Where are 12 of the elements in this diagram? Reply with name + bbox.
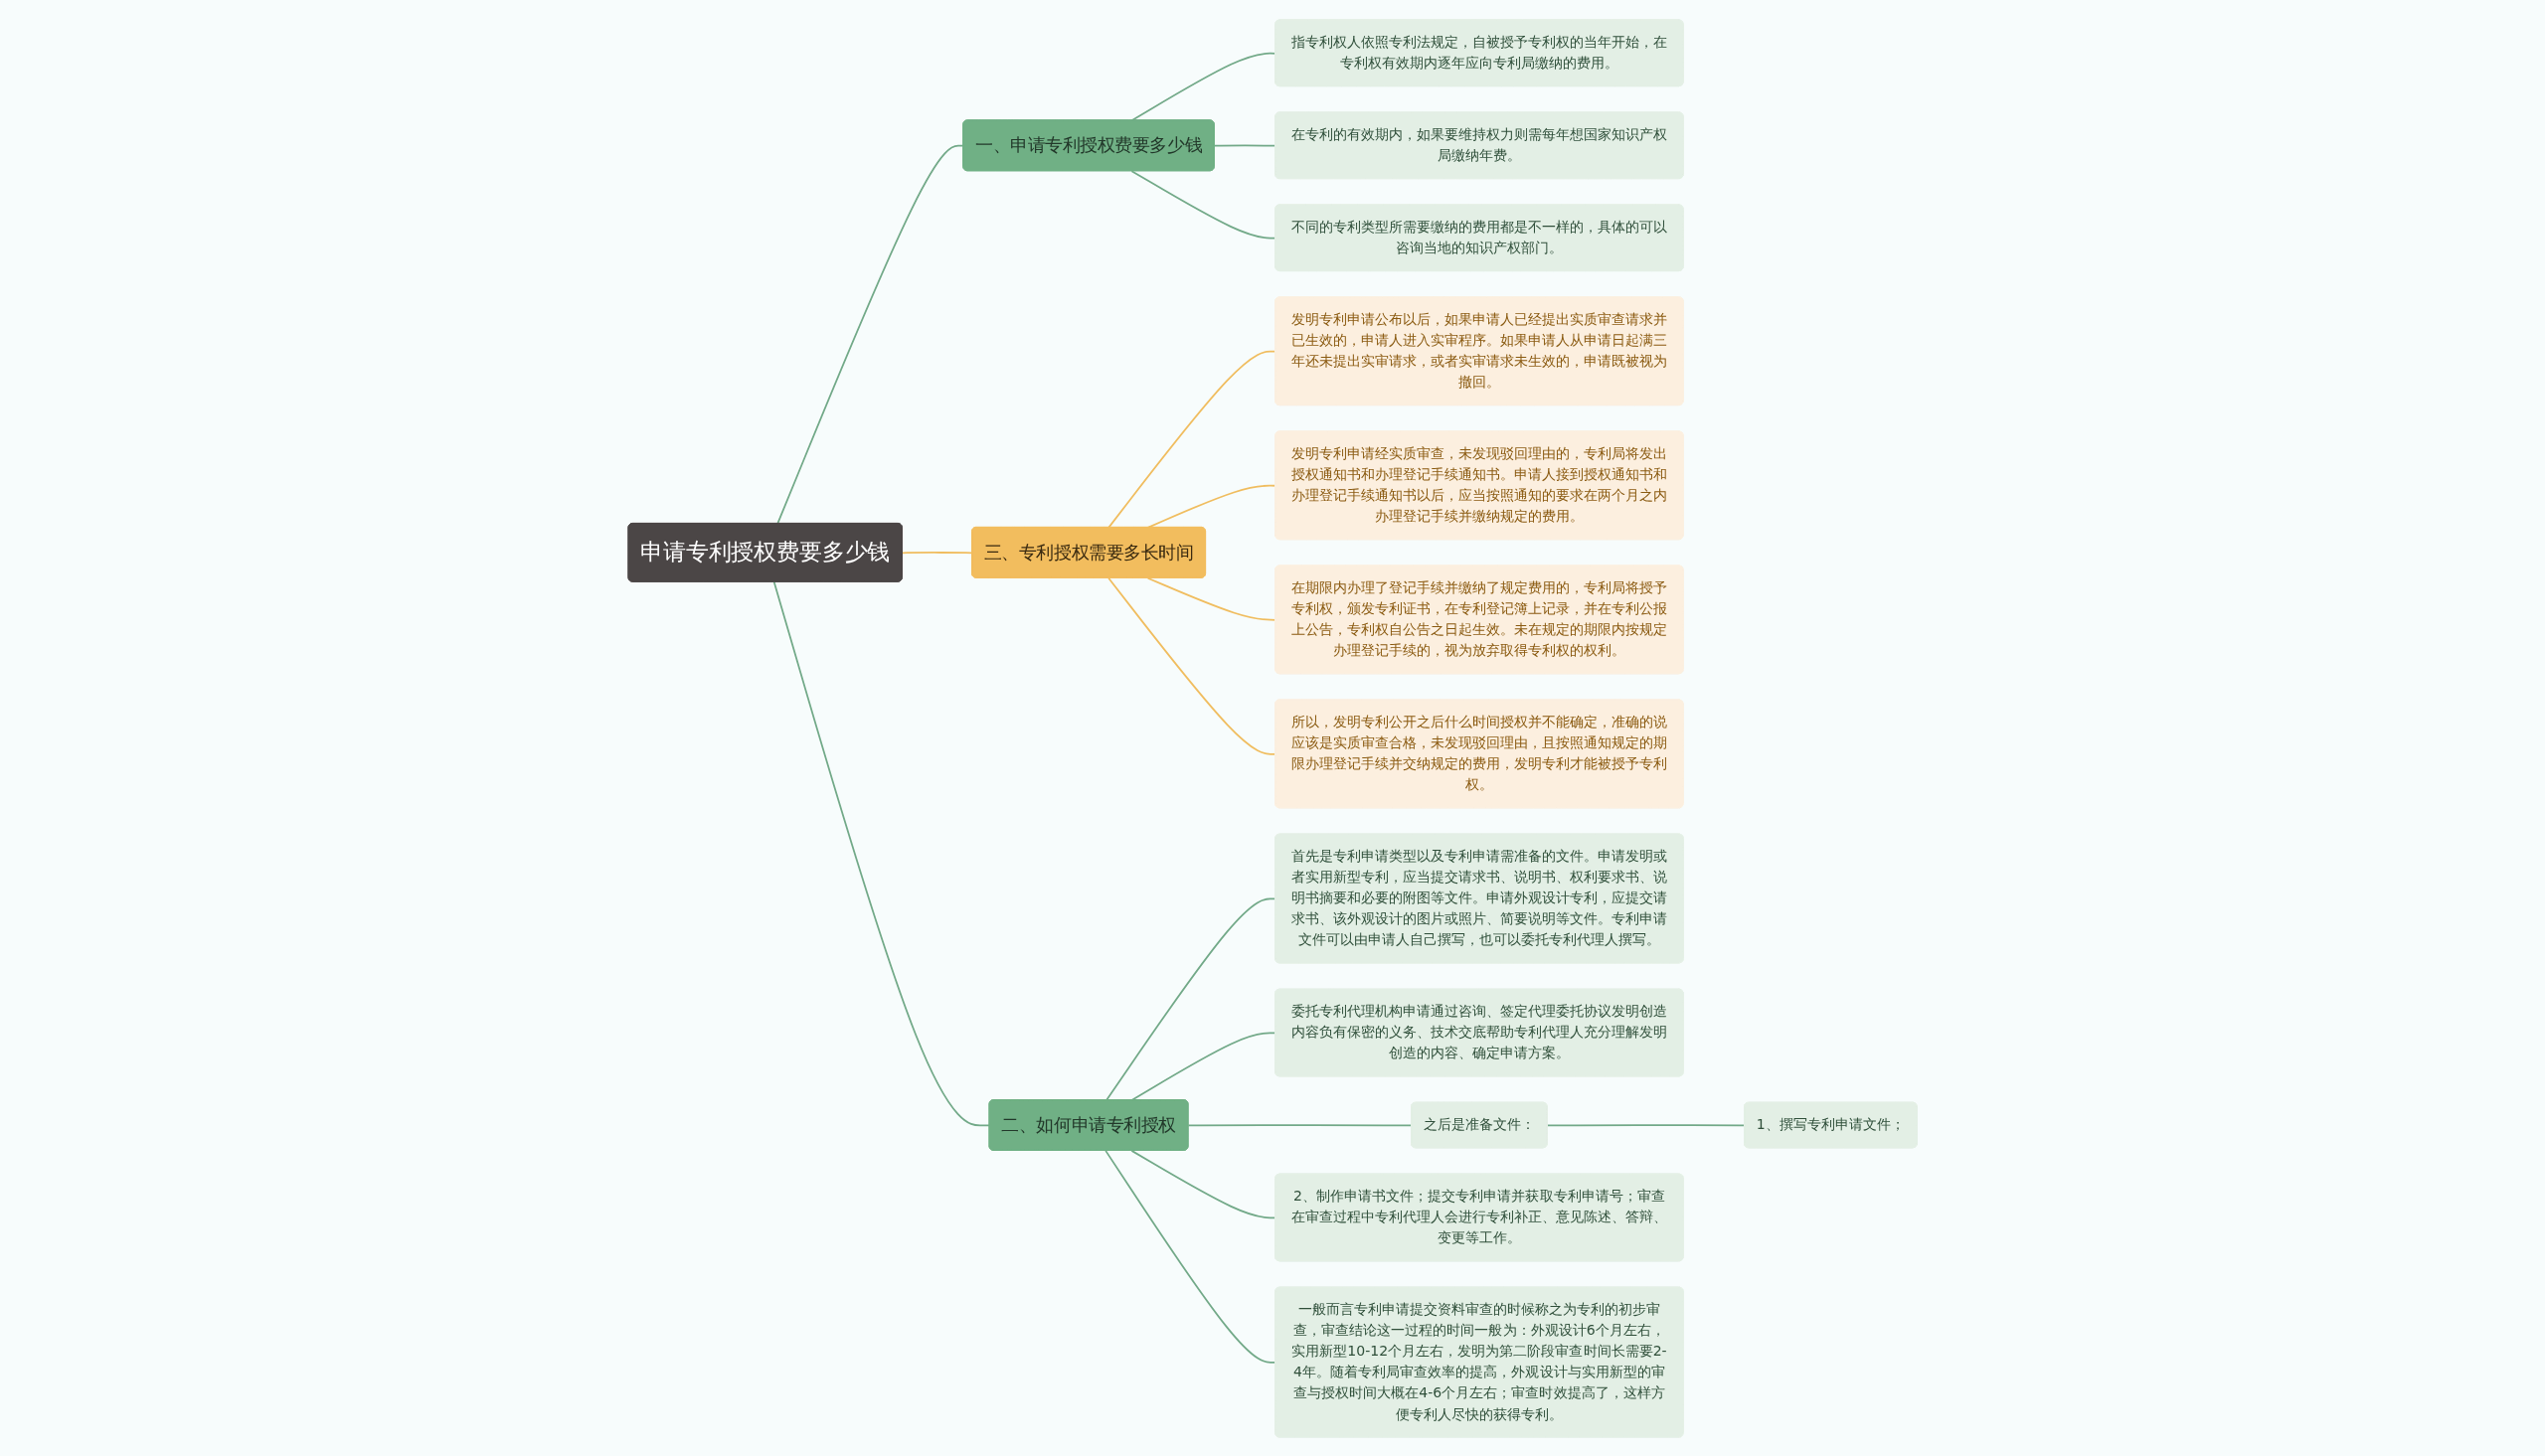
connector	[1546, 1123, 1746, 1126]
connector	[1130, 169, 1276, 240]
connector	[1130, 1149, 1276, 1218]
connector	[1107, 576, 1276, 755]
connector	[1104, 1149, 1276, 1364]
connector	[1146, 576, 1276, 621]
connector	[1130, 52, 1276, 121]
connector	[1130, 1032, 1276, 1101]
connector	[1104, 897, 1276, 1101]
connector	[1213, 144, 1276, 147]
connector	[901, 551, 973, 554]
connector	[1187, 1123, 1413, 1126]
